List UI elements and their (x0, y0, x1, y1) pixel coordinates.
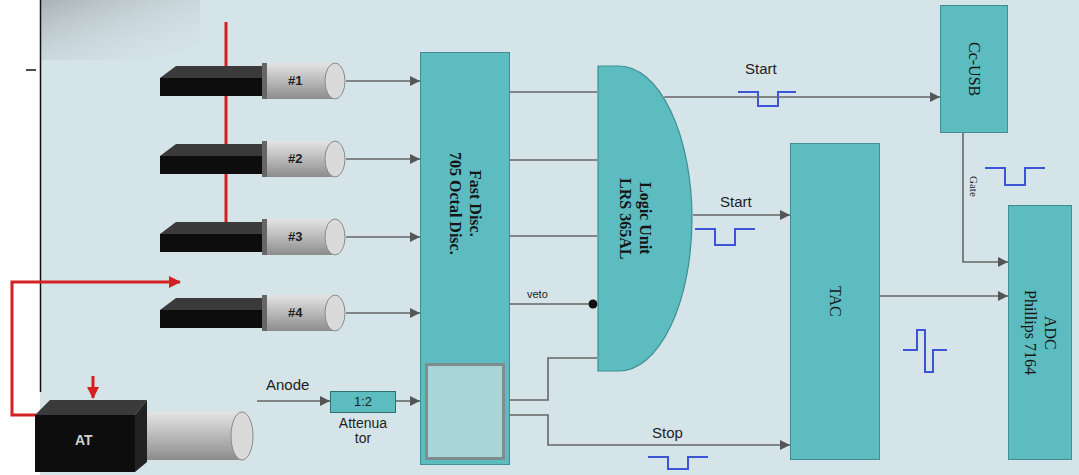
signal-label: veto (527, 288, 548, 300)
module-label: Fast Disc. (465, 152, 485, 255)
inverting-input-dot (589, 300, 598, 309)
scintillator-slabs (160, 66, 272, 328)
block-top (35, 400, 147, 415)
block-front (35, 415, 135, 472)
pmt-end (231, 412, 253, 460)
signal-connector (346, 158, 420, 160)
panel-tick (26, 69, 36, 71)
red-arrow (92, 376, 95, 398)
signal-connector (510, 303, 589, 305)
module-label: LRS 365AL (615, 178, 635, 259)
signal-connector (346, 80, 420, 82)
pmt-end (325, 219, 345, 255)
label-column: Cc-USB (964, 42, 984, 96)
signal-label: Stop (652, 424, 683, 441)
attenuator: 1:2Attenua tor (330, 391, 396, 446)
signal-connector (963, 133, 1008, 262)
corner-shade (40, 0, 200, 60)
at-detector-outline (35, 392, 257, 472)
pmt-outline (262, 294, 346, 332)
signal-label: Anode (266, 376, 309, 393)
signal-connector (693, 214, 790, 216)
label-column: Fast Disc.705 Octal Disc. (445, 152, 485, 255)
signal-connector (257, 400, 330, 402)
panel-border (40, 0, 42, 392)
at-detector: AT (35, 392, 257, 472)
pmt-end (325, 295, 345, 331)
module-label: Cc-USB (964, 42, 984, 96)
block-side (135, 400, 147, 472)
detector-number: #1 (288, 73, 302, 88)
signal-connector (664, 96, 940, 98)
pmt-detector: #4 (262, 294, 346, 332)
pmt-detector: #1 (262, 62, 346, 100)
signal-connector (510, 415, 790, 445)
signal-connector (510, 358, 597, 400)
side-panel (0, 0, 40, 475)
pmt-detector: #3 (262, 218, 346, 256)
attenuator-label: Attenua tor (330, 416, 396, 446)
module-label: ADC (1040, 290, 1060, 375)
detector-number: #4 (288, 305, 302, 320)
label-column: TAC (825, 286, 845, 317)
module-label: TAC (825, 286, 845, 317)
signal-label: Gate (968, 176, 980, 197)
pmt-ring (262, 63, 267, 99)
pmt-body (147, 412, 241, 460)
pmt-outline (262, 62, 346, 100)
pmt-end (325, 141, 345, 177)
signal-label: Start (745, 60, 777, 77)
pmt-ring (262, 295, 267, 331)
cosmic-ray-track (225, 22, 228, 252)
module-box: ADCPhillips 7164 (1008, 205, 1072, 460)
logic-gate-shape (598, 66, 692, 371)
signal-connector (396, 400, 420, 402)
pmt-end (325, 63, 345, 99)
detector-number: #2 (288, 151, 302, 166)
logic-unit: Logic UnitLRS 365AL (597, 65, 693, 372)
pmt-body (262, 295, 334, 331)
signal-connector (346, 236, 420, 238)
module-box: TAC (790, 143, 880, 460)
module-label: Logic Unit (635, 178, 655, 259)
signal-connector (510, 235, 597, 237)
pmt-ring (262, 219, 267, 255)
red-arrow (12, 282, 180, 415)
module-label: 705 Octal Disc. (445, 152, 465, 255)
pmt-ring (262, 141, 267, 177)
pmt-outline (262, 140, 346, 178)
module-label: Phillips 7164 (1020, 290, 1040, 375)
pmt-detector: #2 (262, 140, 346, 178)
pmt-body (262, 219, 334, 255)
label-column: ADCPhillips 7164 (1020, 290, 1060, 375)
detector-number: #3 (288, 229, 302, 244)
detector-label: AT (75, 432, 93, 448)
pulse-shapes (648, 92, 1045, 469)
signal-connector (510, 91, 597, 93)
label-column: Logic UnitLRS 365AL (615, 178, 655, 259)
pmt-outline (262, 218, 346, 256)
discriminator-subunit (425, 363, 505, 460)
pmt-body (262, 63, 334, 99)
signal-connector (880, 295, 1008, 297)
attenuator-ratio: 1:2 (330, 391, 396, 413)
pmt-body (262, 141, 334, 177)
signal-connector (510, 159, 597, 161)
module-box: Cc-USB (940, 5, 1008, 133)
signal-connector (346, 312, 420, 314)
discriminator-box: Fast Disc.705 Octal Disc. (420, 52, 510, 465)
signal-label: Start (720, 193, 752, 210)
